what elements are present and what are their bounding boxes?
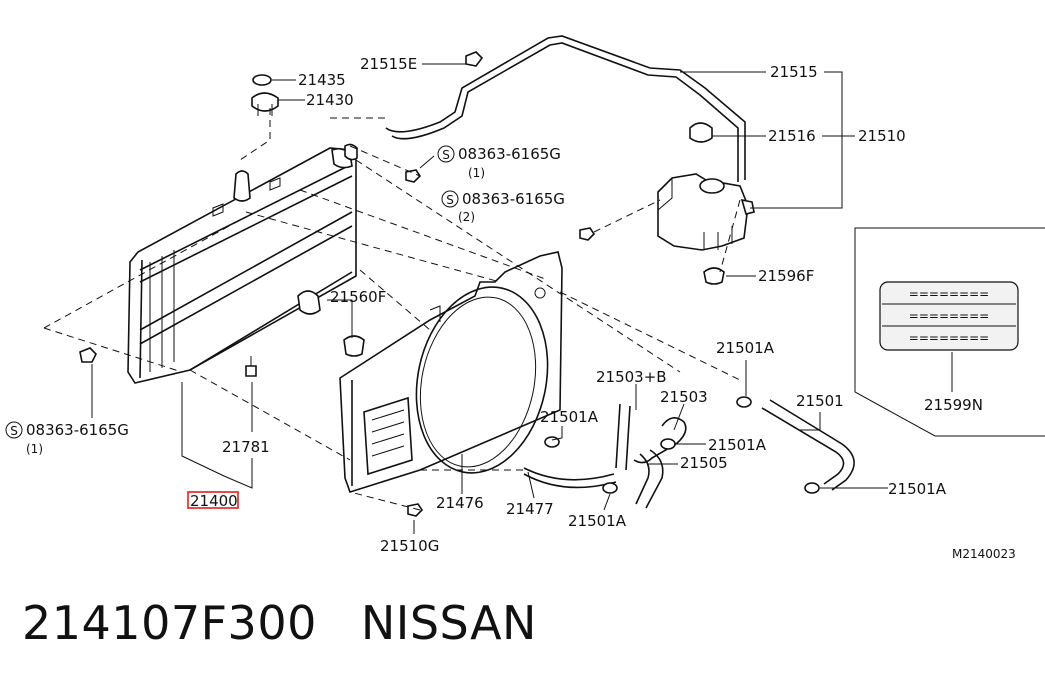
- reservoir-hose: [385, 35, 746, 180]
- leader-lines: [91, 63, 953, 534]
- cap-21430: [251, 92, 279, 112]
- label-21477: 21477: [506, 500, 554, 518]
- brand-name: NISSAN: [360, 596, 537, 650]
- label-21510G: 21510G: [380, 537, 439, 555]
- label-21501A-mid: 21501A: [540, 408, 599, 426]
- label-bolt-2: 08363-6165G: [462, 190, 565, 208]
- hose-21503B: [615, 403, 631, 471]
- label-21599N: 21599N: [924, 396, 983, 414]
- decal-panel-outline: [854, 227, 1045, 437]
- bolt-symbol-2: S: [446, 193, 454, 207]
- bolt-symbol-1: S: [442, 148, 450, 162]
- upper-hose-21503: [633, 417, 687, 464]
- label-21501: 21501: [796, 392, 844, 410]
- hose-end-21515E: [465, 51, 484, 67]
- assembly-lines: [43, 108, 741, 511]
- label-21560F: 21560F: [330, 288, 386, 306]
- label-21503B: 21503+B: [596, 368, 667, 386]
- bolts: [79, 169, 596, 517]
- diagram-code: M2140023: [952, 547, 1016, 561]
- reservoir-tank: [657, 173, 755, 251]
- lower-hose-21501: [761, 407, 845, 485]
- label-21400: 21400: [190, 492, 238, 510]
- bolt-symbol-3: S: [10, 424, 18, 438]
- label-21510: 21510: [858, 127, 906, 145]
- label-21501A-bot: 21501A: [568, 512, 627, 530]
- clip-21477: [523, 467, 617, 489]
- footer: 214107F300 NISSAN: [22, 596, 581, 650]
- grommet-21560F: [343, 335, 365, 357]
- label-21781: 21781: [222, 438, 270, 456]
- svg-text:========: ========: [909, 287, 989, 301]
- highlight-box-21400: [187, 491, 239, 509]
- label-21430: 21430: [306, 91, 354, 109]
- fan-shroud: [339, 251, 563, 493]
- label-21476: 21476: [436, 494, 484, 512]
- part-number: 214107F300: [22, 596, 317, 650]
- label-bolt-3: 08363-6165G: [26, 421, 129, 439]
- label-21501A-right: 21501A: [708, 436, 767, 454]
- label-21503: 21503: [660, 388, 708, 406]
- label-21515: 21515: [770, 63, 818, 81]
- label-21596F: 21596F: [758, 267, 814, 285]
- decal-label-21599N: [879, 281, 1019, 351]
- svg-text:========: ========: [909, 331, 989, 345]
- label-bolt-1-qty: (1): [468, 166, 485, 180]
- label-bolt-3-qty: (1): [26, 442, 43, 456]
- label-21515E: 21515E: [360, 55, 417, 73]
- label-21501A-far: 21501A: [888, 480, 947, 498]
- reservoir-cap-21516: [689, 122, 713, 143]
- grommet-21596F: [703, 267, 725, 285]
- label-bolt-1: 08363-6165G: [458, 145, 561, 163]
- hose-21505: [645, 449, 664, 509]
- label-21435: 21435: [298, 71, 346, 89]
- label-bolt-2-qty: (2): [458, 210, 475, 224]
- label-21505: 21505: [680, 454, 728, 472]
- radiator: [127, 143, 358, 384]
- gasket-21435: [252, 74, 272, 86]
- svg-text:========: ========: [909, 309, 989, 323]
- label-21501A-top: 21501A: [716, 339, 775, 357]
- label-21516: 21516: [768, 127, 816, 145]
